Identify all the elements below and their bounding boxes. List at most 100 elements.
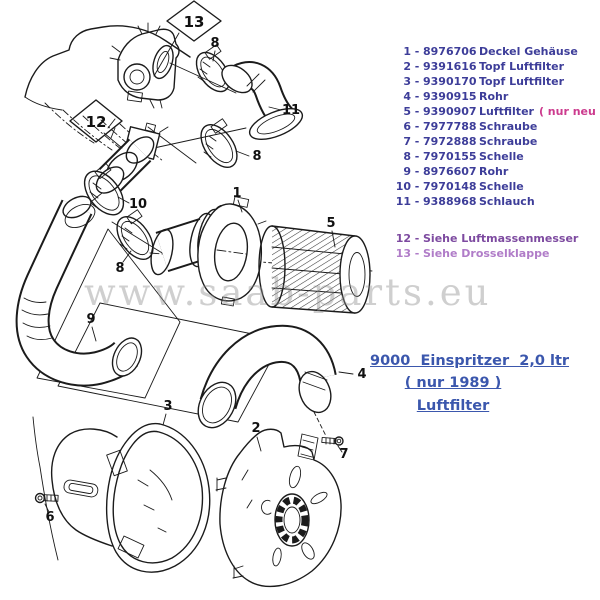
part-index: 4 xyxy=(403,90,411,103)
title-line-3[interactable]: Luftfilter xyxy=(416,397,490,414)
callout-8-top: 8 xyxy=(210,36,219,51)
callout-9: 9 xyxy=(86,312,95,327)
air-mass-meter xyxy=(95,122,161,194)
part-number: 7977788 xyxy=(423,120,477,133)
part-number: 9390915 xyxy=(423,90,477,103)
screw-7 xyxy=(321,436,344,446)
diamond-12 xyxy=(69,99,123,143)
separator: - xyxy=(414,150,420,163)
callout-13: 13 xyxy=(184,13,205,31)
part-description: Topf Luftfilter xyxy=(479,60,565,73)
see-also-text: Siehe Drosselklappe xyxy=(423,247,550,260)
part-number: 7972888 xyxy=(423,135,477,148)
callout-3: 3 xyxy=(163,399,172,414)
hose-clamp-10 xyxy=(83,163,125,216)
hose-clamp-8-top xyxy=(195,44,231,93)
part-index: 3 xyxy=(403,75,411,88)
part-index: 2 xyxy=(403,60,411,73)
part-description: Schelle xyxy=(479,180,524,193)
elbow-hose-11 xyxy=(221,61,304,140)
see-also-12: 12-Siehe Luftmassenmesser xyxy=(395,232,579,245)
throttle-body xyxy=(109,22,180,109)
part-number: 9388968 xyxy=(423,195,477,208)
part-number: 7970148 xyxy=(423,180,477,193)
air-filter-element-5 xyxy=(258,225,371,314)
separator: - xyxy=(414,195,420,208)
part-index: 8 xyxy=(403,150,411,163)
callout-7: 7 xyxy=(339,447,348,462)
callout-10: 10 xyxy=(129,197,147,212)
cover-housing-1 xyxy=(149,196,373,307)
separator: - xyxy=(414,90,420,103)
part-index: 6 xyxy=(403,120,411,133)
separator: - xyxy=(414,75,420,88)
separator: - xyxy=(414,165,420,178)
separator: - xyxy=(414,60,420,73)
hose-clamp-8-middle xyxy=(200,118,238,168)
callout-8-lower: 8 xyxy=(115,261,124,276)
part-description: Schraube xyxy=(479,120,538,133)
filter-housing-3 xyxy=(50,423,211,573)
part-index: 5 xyxy=(403,105,411,118)
part-description: Luftfilter xyxy=(479,105,534,118)
callout-8-middle: 8 xyxy=(252,149,261,164)
see-also-list: 12-Siehe Luftmassenmesser 13-Siehe Dross… xyxy=(393,231,579,261)
title-line-2[interactable]: ( nur 1989 ) xyxy=(404,375,502,392)
part-description: Schlauch xyxy=(479,195,535,208)
separator: - xyxy=(414,135,420,148)
part-number: 7970155 xyxy=(423,150,477,163)
callout-6: 6 xyxy=(45,510,54,525)
part-number: 9390170 xyxy=(423,75,477,88)
part-index: 11 xyxy=(395,195,411,208)
intake-pipe-9 xyxy=(15,195,143,387)
part-note: ( nur neu ) xyxy=(538,105,600,118)
part-description: Deckel Gehäuse xyxy=(479,45,578,58)
callout-11: 11 xyxy=(282,103,300,118)
part-number: 9390907 xyxy=(423,105,477,118)
part-description: Topf Luftfilter xyxy=(479,75,565,88)
diamond-13 xyxy=(166,0,222,42)
part-description: Rohr xyxy=(479,165,509,178)
part-index: 9 xyxy=(403,165,411,178)
part-index: 1 xyxy=(403,45,411,58)
part-index: 10 xyxy=(395,180,411,193)
part-number: 8976607 xyxy=(423,165,477,178)
separator: - xyxy=(414,180,420,193)
separator: - xyxy=(414,105,420,118)
callouts: 13 12 8 11 8 10 8 1 5 9 4 3 2 6 7 xyxy=(44,0,367,525)
title-line-1[interactable]: 9000 Einspritzer 2,0 ltr xyxy=(370,353,570,369)
part-number: 9391616 xyxy=(423,60,477,73)
separator: - xyxy=(414,120,420,133)
separator: - xyxy=(414,45,420,58)
part-index: 7 xyxy=(403,135,411,148)
hose-clamp-8-lower xyxy=(116,209,154,260)
part-description: Rohr xyxy=(479,90,509,103)
callout-1: 1 xyxy=(232,186,241,201)
intake-pipe-4 xyxy=(197,324,337,437)
filter-housing-2 xyxy=(215,428,342,588)
callout-2: 2 xyxy=(251,421,260,436)
part-description: Schelle xyxy=(479,150,524,163)
callout-12: 12 xyxy=(86,113,107,131)
see-also-text: Siehe Luftmassenmesser xyxy=(423,232,579,245)
title-link[interactable]: 9000 Einspritzer 2,0 ltr ( nur 1989 ) Lu… xyxy=(370,350,570,417)
part-number: 8976706 xyxy=(423,45,477,58)
see-also-13: 13-Siehe Drosselklappe xyxy=(395,247,550,260)
screw-6 xyxy=(34,492,59,504)
part-description: Schraube xyxy=(479,135,538,148)
callout-4: 4 xyxy=(357,367,366,382)
